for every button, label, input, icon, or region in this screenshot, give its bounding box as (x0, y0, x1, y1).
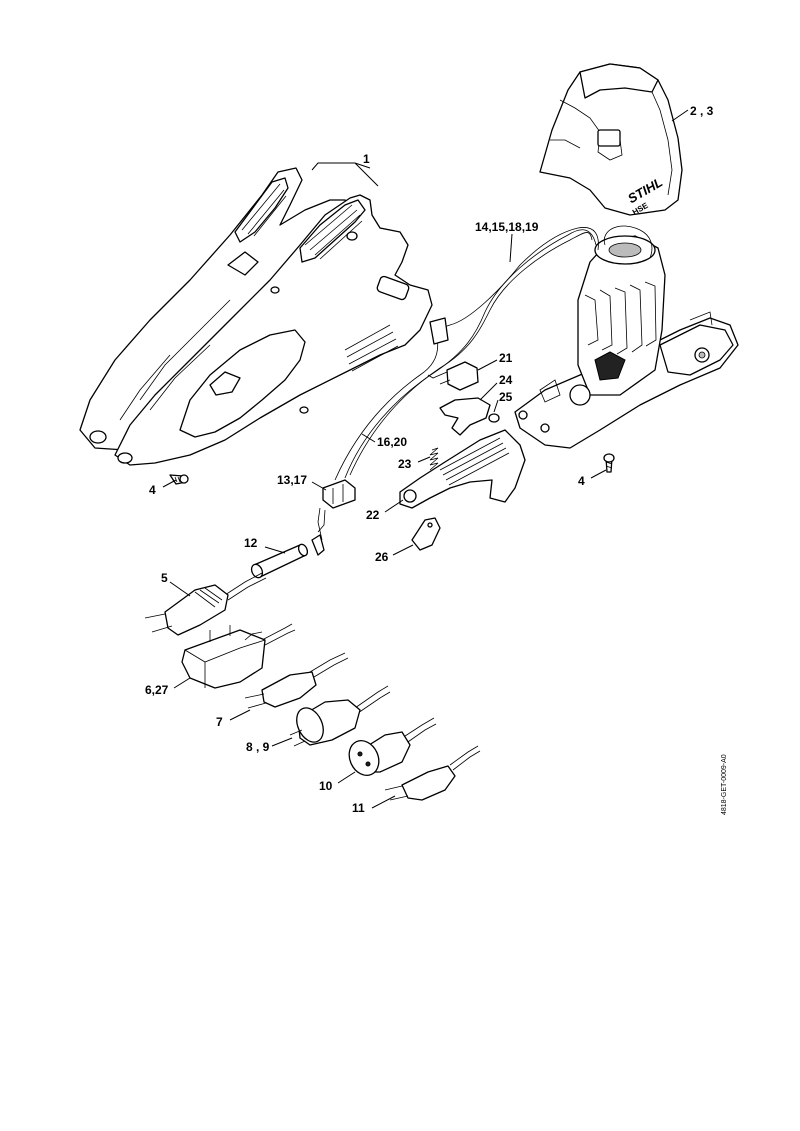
leader-21 (477, 359, 498, 371)
motor-assembly (514, 225, 739, 449)
callout-8-9: 8 , 9 (246, 740, 270, 754)
leader-6-27 (173, 677, 191, 689)
leader-4-right (590, 469, 607, 479)
callout-2-3: 2 , 3 (690, 104, 714, 118)
leader-11 (371, 795, 396, 809)
trigger-part-22 (399, 429, 526, 509)
callout-16-20: 16,20 (377, 435, 407, 449)
callout-13-17: 13,17 (277, 473, 307, 487)
switch-part-21 (427, 361, 479, 391)
leader-24 (479, 382, 498, 401)
leader-1 (311, 162, 379, 187)
ring-part-25 (488, 413, 500, 423)
plug-part-8-9 (289, 685, 391, 747)
leader-10 (337, 771, 356, 784)
plug-part-7 (244, 652, 349, 709)
leader-4-left (162, 479, 177, 488)
callout-21: 21 (499, 351, 513, 365)
screw-left-part-4 (169, 474, 189, 485)
leader-12 (264, 546, 286, 554)
leader-23 (417, 456, 431, 463)
leader-2-3 (671, 109, 689, 122)
clip-part-26 (411, 517, 441, 551)
callout-14: 14,15,18,19 (475, 220, 539, 234)
spring-part-23 (429, 447, 439, 471)
plug-part-5 (144, 572, 267, 636)
callout-24: 24 (499, 373, 513, 387)
callout-22: 22 (366, 508, 380, 522)
reference-code: 4818-GET-0009-A0 (721, 754, 728, 815)
leader-5 (169, 581, 191, 597)
callout-7: 7 (216, 715, 223, 729)
leader-22 (384, 499, 404, 513)
callout-26: 26 (375, 550, 389, 564)
plug-part-10 (348, 717, 437, 777)
callout-6-27: 6,27 (145, 683, 169, 697)
callout-25: 25 (499, 390, 513, 404)
cover-part-2-3 (539, 63, 683, 216)
sleeve-part-12 (250, 543, 309, 579)
leader-26 (392, 544, 414, 556)
plug-part-6-27 (181, 623, 296, 689)
callout-10: 10 (319, 779, 333, 793)
callout-11: 11 (352, 801, 365, 815)
callout-1: 1 (363, 152, 370, 166)
callout-23: 23 (398, 457, 412, 471)
leader-8-9 (271, 737, 293, 747)
callout-4-right: 4 (578, 474, 585, 488)
plug-part-11 (384, 745, 481, 801)
cables-14-15-18-19 (334, 227, 599, 481)
lever-part-24 (439, 397, 491, 436)
callout-4-left: 4 (149, 483, 156, 497)
leader-7 (229, 709, 251, 721)
callout-12: 12 (244, 536, 258, 550)
terminal-part-13-17 (311, 479, 356, 556)
callout-5: 5 (161, 571, 168, 585)
leader-16-20 (361, 433, 376, 443)
housing-part-1 (79, 167, 433, 466)
screw-right-part-4 (603, 453, 615, 473)
leader-14 (509, 233, 513, 263)
leader-25 (493, 399, 499, 413)
leader-13-17 (311, 481, 327, 491)
